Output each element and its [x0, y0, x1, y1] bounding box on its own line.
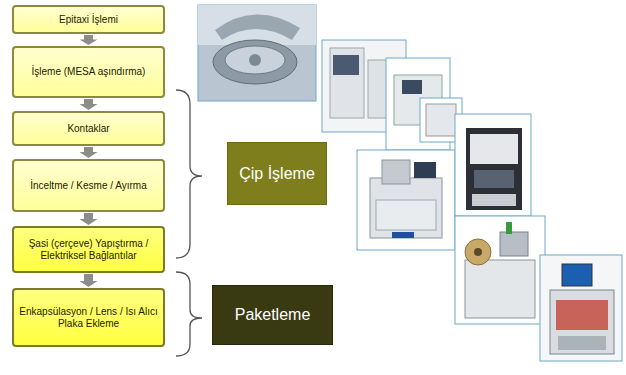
- step-label: Şasi (çerçeve) Yapıştırma / Elektriksel …: [19, 238, 158, 262]
- step-label: İşleme (MESA aşındırma): [32, 66, 146, 78]
- epitaxy-reactor-photo: [198, 5, 316, 101]
- process-step-box: İnceltme / Kesme / Ayırma: [12, 159, 165, 212]
- process-step-box: İşleme (MESA aşındırma): [12, 46, 165, 98]
- process-equipment-photo: [322, 40, 462, 150]
- process-step-box: Şasi (çerçeve) Yapıştırma / Elektriksel …: [12, 226, 165, 273]
- step-label: Epitaxi İşlemi: [59, 14, 118, 26]
- flow-arrow: [80, 274, 98, 287]
- process-step-box: Enkapsülasyon / Lens / Isı Alıcı Plaka E…: [12, 288, 165, 347]
- dicing-machine-photo: [455, 114, 531, 216]
- stage-group-box: Çip İşleme: [227, 142, 327, 205]
- step-label: Paketleme: [235, 306, 311, 324]
- flow-arrow: [80, 147, 98, 158]
- process-step-box: Epitaxi İşlemi: [12, 5, 165, 34]
- step-label: İnceltme / Kesme / Ayırma: [30, 180, 147, 192]
- step-label: Çip İşleme: [239, 165, 315, 183]
- package-bracket: [176, 272, 202, 356]
- die-bonder-photo: [455, 216, 545, 324]
- flow-arrow: [80, 213, 98, 225]
- flow-arrow: [80, 99, 98, 110]
- flow-arrow: [80, 35, 98, 45]
- process-step-box: Kontaklar: [12, 111, 165, 146]
- encapsulation-machine-photo: [540, 255, 622, 361]
- contact-machine-photo: [357, 150, 455, 250]
- chip-bracket: [176, 90, 202, 258]
- step-label: Kontaklar: [67, 123, 109, 135]
- stage-group-box: Paketleme: [212, 285, 333, 345]
- step-label: Enkapsülasyon / Lens / Isı Alıcı Plaka E…: [19, 306, 158, 330]
